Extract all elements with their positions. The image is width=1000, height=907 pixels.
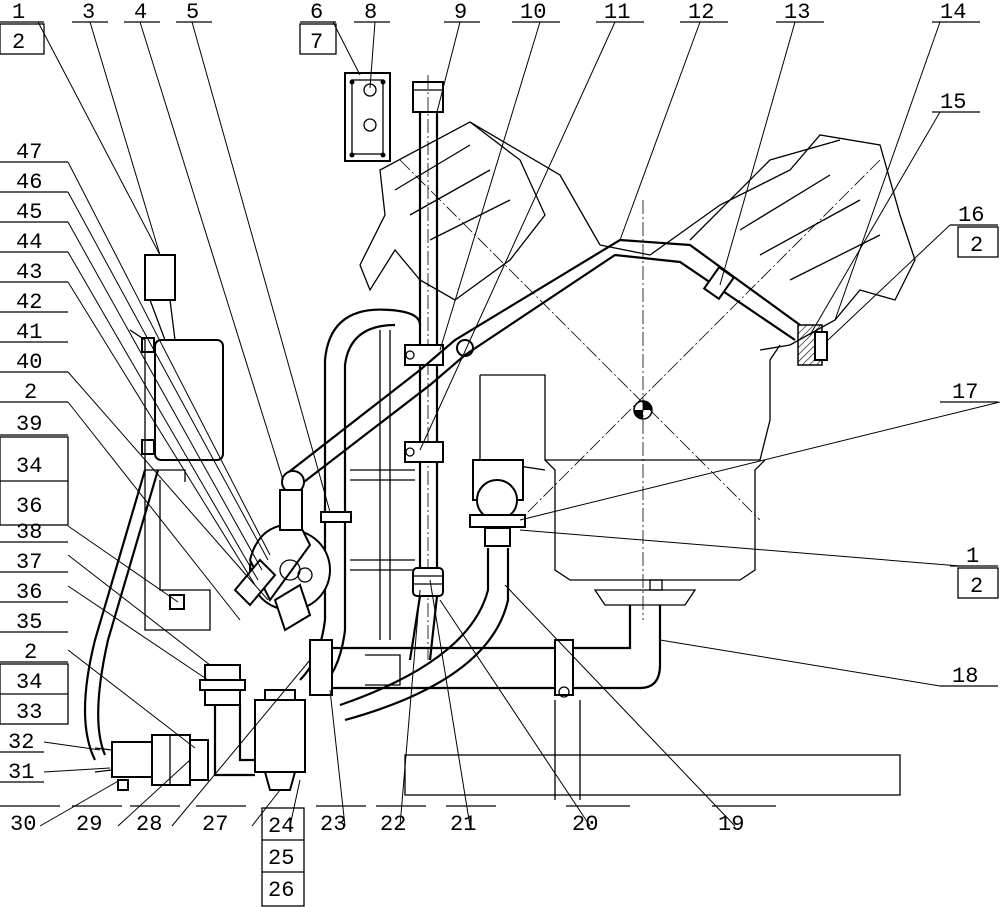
callout-10: 10: [520, 0, 546, 25]
callout-4: 4: [134, 0, 147, 25]
callout-20: 20: [572, 812, 598, 837]
callout-28: 28: [136, 812, 162, 837]
callout-30: 30: [10, 812, 36, 837]
vertical-pipe: [404, 75, 474, 661]
callout-36-upper: 36: [16, 494, 42, 519]
callout-44: 44: [16, 230, 42, 255]
callout-29: 29: [76, 812, 102, 837]
callout-34-upper: 34: [16, 454, 42, 479]
callout-33: 33: [16, 700, 42, 725]
callout-25: 25: [268, 846, 294, 871]
callout-18: 18: [952, 664, 978, 689]
callout-21: 21: [450, 812, 476, 837]
callout-43: 43: [16, 260, 42, 285]
callout-35: 35: [16, 610, 42, 635]
callout-16-2: 2: [970, 233, 983, 258]
callout-24: 24: [268, 814, 294, 839]
callout-23: 23: [320, 812, 346, 837]
callout-9: 9: [454, 0, 467, 25]
exhaust-pipe: [330, 605, 901, 800]
callout-13: 13: [784, 0, 810, 25]
callout-5: 5: [186, 0, 199, 25]
callout-7: 7: [310, 30, 323, 55]
leader-lines: [37, 21, 1000, 827]
callout-36: 36: [16, 580, 42, 605]
callout-3: 3: [82, 0, 95, 25]
callout-32: 32: [8, 730, 34, 755]
callout-39: 39: [16, 412, 42, 437]
callout-15: 15: [940, 90, 966, 115]
callout-14: 14: [940, 0, 966, 25]
callout-8: 8: [364, 0, 377, 25]
callout-47: 47: [16, 140, 42, 165]
callout-19: 19: [718, 812, 744, 837]
callout-2-lower: 2: [24, 640, 37, 665]
callout-6: 6: [310, 0, 323, 25]
pump-housing: [233, 489, 331, 632]
mounting-plate: [344, 72, 391, 162]
callout-40: 40: [16, 350, 42, 375]
callout-31: 31: [8, 760, 34, 785]
callout-2-left: 2: [24, 380, 37, 405]
callout-22: 22: [380, 812, 406, 837]
callout-42: 42: [16, 290, 42, 315]
callouts-right: 17 1 2 18: [940, 380, 999, 689]
callout-1: 1: [12, 0, 25, 25]
oil-return-pipe: [339, 459, 526, 722]
callout-2-right: 2: [970, 574, 983, 599]
loop-pipe: [299, 308, 422, 691]
callout-12: 12: [688, 0, 714, 25]
crossover-pipe: [281, 238, 828, 494]
callout-16: 16: [958, 203, 984, 228]
engine-block: [359, 121, 916, 620]
callout-37: 37: [16, 550, 42, 575]
filter-assembly: [199, 639, 333, 791]
callout-27: 27: [202, 812, 228, 837]
callout-17: 17: [952, 380, 978, 405]
callout-26: 26: [268, 878, 294, 903]
drain-hose: [83, 469, 160, 761]
callout-38: 38: [16, 520, 42, 545]
shutoff-valve: [94, 734, 209, 791]
callouts-left: 47 46 45 44 43 42 41 40 2 39 34 36 38 37…: [0, 140, 69, 785]
callout-34: 34: [16, 670, 42, 695]
callouts-top: 1 2 3 4 5 6 8 7 9 10 11 12 13 14 15 16 2: [0, 0, 999, 258]
callout-45: 45: [16, 200, 42, 225]
expansion-tank: [141, 254, 224, 482]
callout-1-right: 1: [966, 544, 979, 569]
support-frame: [350, 330, 415, 640]
callouts-bottom: 30 29 28 27 24 25 26 23 22 21 20 19: [0, 805, 776, 907]
callout-46: 46: [16, 170, 42, 195]
callout-11: 11: [604, 0, 630, 25]
callout-41: 41: [16, 320, 42, 345]
callout-2: 2: [12, 30, 25, 55]
